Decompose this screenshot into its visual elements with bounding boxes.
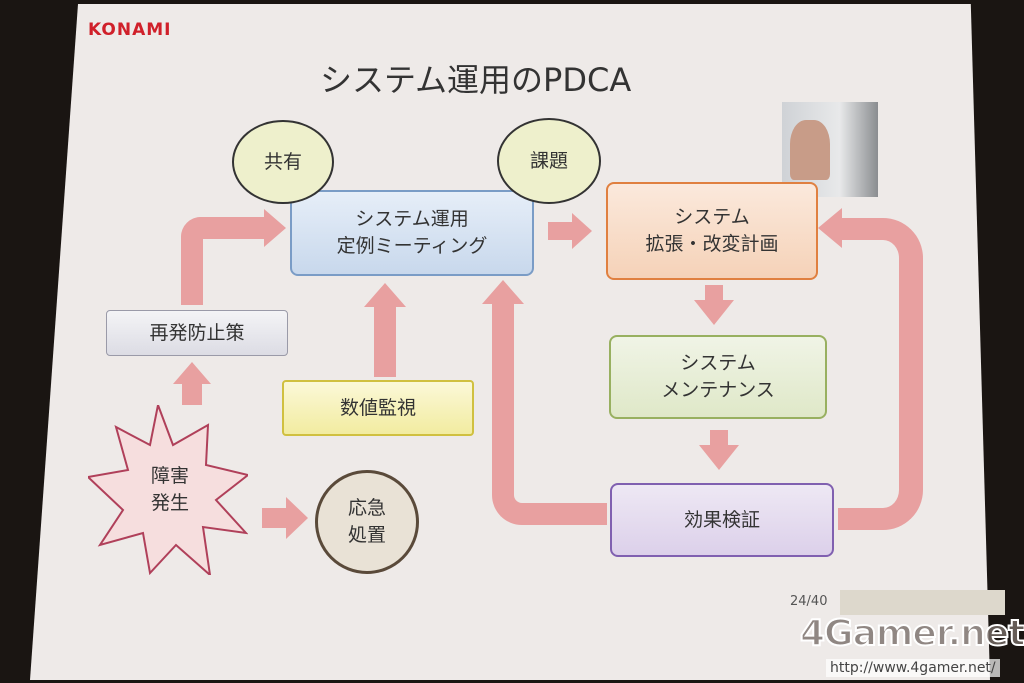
arrow-incident-to-response	[262, 508, 287, 528]
arrowhead	[364, 283, 406, 307]
slide-title: システム運用のPDCA	[320, 61, 632, 99]
stressed-person-photo	[782, 102, 878, 197]
arrow-prevent-to-meeting	[181, 217, 203, 305]
node-prevent: 再発防止策	[106, 310, 288, 356]
node-meeting: システム運用 定例ミーティング	[290, 190, 534, 276]
arrow-verify-to-meeting	[492, 300, 607, 525]
bubble-share: 共有	[232, 120, 334, 204]
arrow-meeting-to-plan	[548, 222, 573, 240]
arrowhead	[173, 362, 211, 384]
arrow-monitor-to-meeting	[374, 305, 396, 377]
node-verify: 効果検証	[610, 483, 834, 557]
arrow-maint-to-verify	[710, 430, 728, 445]
arrow-prevent-to-meeting-top	[181, 217, 266, 239]
page-number: 24/40	[790, 594, 828, 609]
arrowhead	[286, 497, 308, 539]
node-incident: 障害 発生	[150, 465, 189, 514]
watermark-site: 4Gamer.net	[799, 613, 1024, 655]
arrowhead	[264, 209, 286, 247]
arrowhead	[818, 208, 842, 248]
starburst-icon	[85, 401, 251, 578]
node-response: 応急 処置	[315, 470, 419, 574]
arrow-verify-to-plan	[838, 218, 923, 530]
arrowhead	[694, 300, 734, 325]
bubble-issue: 課題	[497, 118, 601, 204]
node-monitor: 数値監視	[282, 380, 474, 436]
node-maintenance: システム メンテナンス	[609, 335, 827, 419]
arrowhead	[572, 213, 592, 249]
arrowhead	[699, 445, 739, 470]
arrow-plan-to-maint	[705, 285, 723, 300]
watermark-url: http://www.4gamer.net/	[826, 659, 1000, 677]
incident-starburst	[85, 401, 251, 578]
node-plan: システム 拡張・改変計画	[606, 182, 818, 280]
arrow-incident-to-prevent	[182, 383, 202, 405]
slide-footer-bar	[840, 590, 1005, 615]
arrowhead	[482, 280, 524, 304]
konami-logo: KONAMI	[88, 20, 172, 40]
